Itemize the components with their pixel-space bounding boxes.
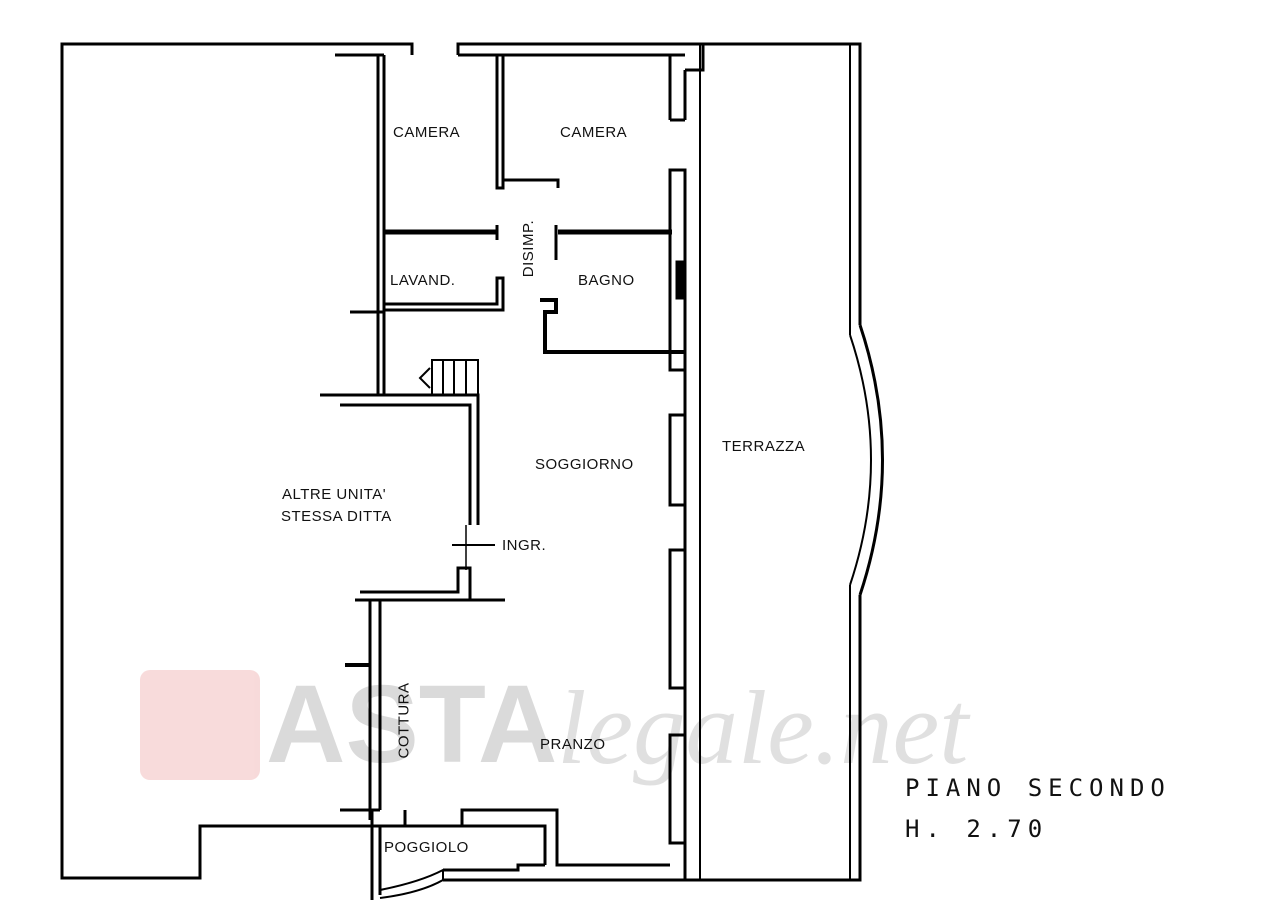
wall	[670, 841, 687, 880]
wall-ingresso	[378, 393, 480, 525]
watermark-brand: ASTA	[266, 663, 558, 786]
room-label-stessa-ditta: STESSA DITTA	[281, 508, 392, 525]
wall-right	[685, 44, 705, 72]
wall-door-left	[335, 42, 414, 55]
wall-terrazza	[703, 595, 862, 882]
room-label-ingresso: INGR.	[502, 537, 547, 554]
window	[668, 548, 687, 690]
wall-terrazza	[703, 42, 862, 325]
wall	[360, 566, 505, 602]
room-label-poggiolo: POGGIOLO	[384, 839, 469, 856]
wall	[370, 810, 382, 895]
window	[668, 413, 687, 507]
terrazza-bay	[849, 334, 872, 586]
room-label-camera: CAMERA	[393, 124, 461, 141]
window	[668, 733, 687, 845]
wall-poggiolo	[443, 863, 545, 872]
watermark-hand-icon	[140, 670, 260, 780]
room-label-cottura: COTTURA	[395, 682, 413, 759]
wall-bagno	[540, 298, 685, 354]
room-label-bagno: BAGNO	[578, 272, 635, 289]
room-label-disimpegno: DISIMP.	[520, 219, 538, 278]
plan-title: PIANO SECONDO	[905, 774, 1171, 802]
room-label-soggiorno: SOGGIORNO	[535, 456, 634, 473]
wall-ingresso	[340, 403, 472, 525]
watermark-domain: legale.net	[557, 669, 969, 786]
plan-height: H. 2.70	[905, 815, 1049, 843]
wall	[340, 808, 374, 826]
wall-top	[456, 42, 703, 55]
stairs	[418, 359, 479, 396]
room-label-camera: CAMERA	[560, 124, 628, 141]
wall-poggiolo	[380, 824, 547, 865]
room-label-pranzo: PRANZO	[540, 736, 606, 753]
window	[675, 260, 687, 300]
watermark-logo: ASTA legale.net	[140, 650, 968, 780]
wall	[460, 808, 670, 867]
wall-left-block	[60, 42, 376, 880]
room-label-lavanderia: LAVAND.	[390, 272, 456, 289]
poggiolo-curve	[379, 868, 444, 899]
room-label-terrazza: TERRAZZA	[722, 438, 806, 455]
room-label-altre-unita: ALTRE UNITA'	[282, 486, 387, 503]
wall-camera	[495, 55, 560, 190]
wall-lavand	[384, 276, 505, 312]
terrazza-bay	[858, 324, 884, 596]
